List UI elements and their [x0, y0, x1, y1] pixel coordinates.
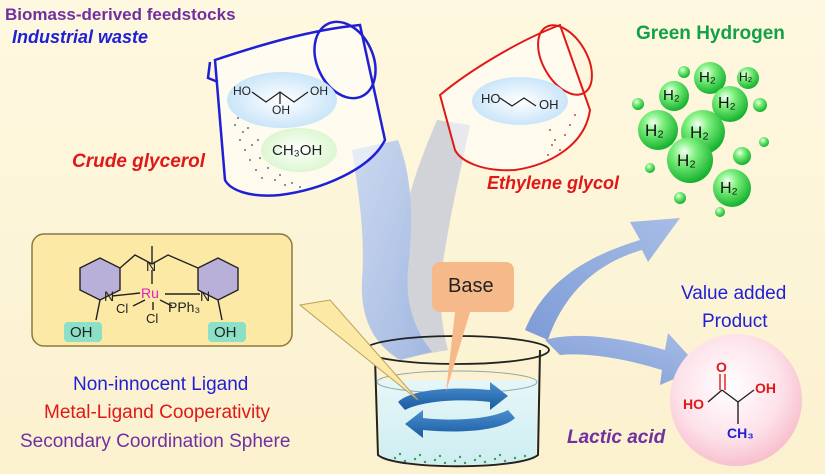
catalyst-n-right: N — [200, 288, 211, 304]
glycerol-stream — [352, 140, 432, 360]
industrial-waste-title: Industrial waste — [12, 27, 149, 47]
glycol-oh: OH — [539, 97, 559, 112]
beaker-sediment — [393, 452, 527, 465]
glycerol-oval — [227, 72, 337, 128]
biomass-title: Biomass-derived feedstocks — [5, 5, 236, 24]
h2-bubble — [674, 192, 686, 204]
glycerol-oh-end: OH — [310, 84, 328, 98]
base-label: Base — [448, 275, 494, 297]
h2-label: H₂ — [645, 121, 664, 140]
h2-bubble — [737, 67, 759, 89]
h2-label: H₂ — [663, 87, 680, 104]
product-arrow — [545, 333, 700, 385]
h2-bubble — [712, 86, 748, 122]
glycerol-residue — [234, 117, 301, 188]
h2-label: H₂ — [699, 69, 716, 86]
h2-bubble — [759, 137, 769, 147]
glycerol-oh-mid: OH — [272, 103, 290, 117]
crude-glycerol-label: Crude glycerol — [72, 151, 206, 172]
h2-bubble — [713, 169, 751, 207]
h2-label: H₂ — [690, 123, 709, 142]
glycol-skeleton — [499, 97, 537, 107]
h2-bubble — [694, 62, 726, 94]
glycerol-ho: HO — [233, 84, 251, 98]
catalyst-structure — [79, 246, 239, 321]
h2-bubble — [733, 147, 751, 165]
catalyst-cl-bottom: Cl — [146, 311, 159, 326]
stirring-arrows — [398, 382, 515, 438]
methanol-label: CH₃OH — [272, 142, 323, 159]
oh-right-highlight — [208, 322, 246, 342]
glycol-ho: HO — [481, 91, 501, 106]
h2-arrow — [525, 218, 680, 340]
h2-bubble — [645, 163, 655, 173]
catalyst-ru: Ru — [141, 285, 159, 301]
methanol-oval — [261, 128, 337, 172]
ethylene-glycol-label: Ethylene glycol — [487, 173, 620, 193]
h2-bubble — [678, 66, 690, 78]
h2-label: H₂ — [718, 95, 736, 112]
value-added-line2: Product — [702, 311, 768, 332]
lactic-acid-label: Lactic acid — [567, 427, 666, 448]
h2-bubble — [632, 98, 644, 110]
feature-non-innocent: Non-innocent Ligand — [73, 374, 249, 395]
green-hydrogen-title: Green Hydrogen — [636, 23, 785, 44]
catalyst-callout-pointer — [298, 299, 419, 401]
h2-bubble — [667, 137, 713, 183]
feature-mlc: Metal-Ligand Cooperativity — [44, 402, 271, 423]
base-callout — [432, 262, 514, 312]
base-callout-pointer — [446, 312, 470, 392]
oh-left-highlight — [64, 322, 102, 342]
h2-bubbles — [632, 62, 769, 217]
catalyst-n-amine: N — [146, 258, 157, 274]
catalyst-oh-left: OH — [70, 324, 93, 341]
h2-label: H₂ — [677, 151, 696, 170]
catalyst-oh-right: OH — [214, 324, 237, 341]
lactic-ho: HO — [683, 396, 704, 412]
h2-bubble — [715, 207, 725, 217]
catalyst-cl-left: Cl — [116, 301, 129, 316]
h2-bubble — [659, 81, 689, 111]
lactic-ch3: CH₃ — [727, 425, 754, 441]
lactic-acid-skeleton — [707, 374, 755, 424]
h2-bubble — [638, 110, 678, 150]
catalyst-pph3: PPh₃ — [168, 299, 201, 315]
h2-label: H₂ — [720, 180, 738, 197]
catalyst-n-left: N — [104, 288, 115, 304]
lactic-o: O — [716, 359, 727, 375]
feature-secondary-sphere: Secondary Coordination Sphere — [20, 431, 291, 452]
lactic-oh: OH — [755, 380, 776, 396]
h2-label: H₂ — [739, 70, 753, 84]
h2-bubble — [753, 98, 767, 112]
value-added-line1: Value added — [681, 283, 787, 304]
glycol-stream — [396, 120, 470, 355]
